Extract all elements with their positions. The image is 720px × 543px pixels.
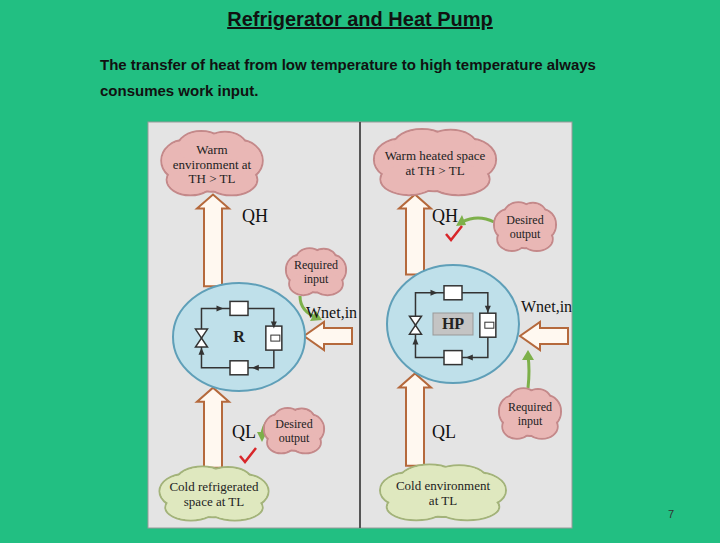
node-body: Required input (497, 386, 563, 444)
callout-cloud: Desired output (262, 406, 326, 458)
flow-arrowhead (412, 338, 418, 345)
callout-cloud: Required input (284, 246, 348, 300)
node-body: Desired output (492, 200, 558, 256)
compressor-piston (271, 335, 280, 341)
cloud-text: Warm heated space at TH > TL (385, 149, 486, 178)
heat-flow-arrow (197, 195, 229, 287)
flow-arrowhead (466, 355, 473, 361)
node-text-group: Desired output (500, 214, 551, 241)
check-mark (240, 448, 256, 462)
node-body: Warm environment at TH > TL (158, 128, 266, 202)
cloud-text: Required input (505, 401, 556, 427)
work-arrow (304, 322, 352, 350)
node-text-group: Cold refrigerated space at TL (169, 480, 259, 509)
node-body: HP (386, 264, 520, 384)
heat-label: QL (232, 422, 256, 443)
node-body: Cold environment at TL (376, 462, 510, 526)
condenser-box (444, 286, 462, 300)
heat-label: QL (432, 422, 456, 443)
flow-arrowhead (252, 365, 259, 371)
heat-flow-arrow (399, 194, 431, 274)
node-text-group: Required input (291, 259, 341, 286)
node-body: Desired output (262, 406, 326, 458)
flow-arrowhead (430, 290, 437, 296)
compressor (480, 313, 496, 337)
expansion-valve (195, 329, 207, 347)
heat-label: QH (432, 206, 458, 227)
node-text-group: Required input (505, 401, 556, 428)
cloud-text: Cold environment at TL (391, 479, 496, 508)
subtitle-text: The transfer of heat from low temperatur… (100, 52, 648, 105)
cloud-region: Cold refrigerated space at TL (156, 464, 272, 526)
device-ellipse: R (172, 282, 306, 392)
slide-title: Refrigerator and Heat Pump (0, 8, 720, 31)
node-text-group: Warm environment at TH > TL (170, 143, 254, 187)
hp-plate (433, 313, 473, 335)
panel-divider (359, 122, 361, 528)
cloud-region: Warm heated space at TH > TL (370, 126, 500, 202)
work-label: Wnet,in (521, 298, 572, 316)
node-text-group: R (233, 328, 245, 346)
cloud-text: Warm environment at TH > TL (170, 143, 254, 186)
node-body: R (172, 282, 306, 392)
cloud-text: Required input (291, 259, 341, 285)
heat-flow-arrow (197, 388, 229, 468)
diagram-panel (148, 122, 572, 528)
cycle-line (415, 293, 487, 358)
heat-flow-arrow (399, 373, 431, 465)
callout-cloud: Required input (497, 386, 563, 444)
evaporator-box (444, 351, 462, 365)
expansion-valve (409, 316, 421, 334)
cloud-region: Cold environment at TL (376, 462, 510, 526)
device-label: HP (442, 315, 464, 333)
cloud-region: Warm environment at TH > TL (158, 128, 266, 202)
flow-arrowhead (216, 305, 223, 311)
page-number: 7 (668, 508, 674, 520)
condenser-box (230, 301, 248, 315)
work-label: Wnet,in (306, 304, 357, 322)
node-text-group: Desired output (269, 418, 319, 445)
check-mark (446, 226, 462, 240)
compressor-piston (485, 322, 494, 328)
node-text-group: Cold environment at TL (391, 479, 496, 508)
cloud-text: Desired output (500, 214, 551, 240)
node-text-group: HP (442, 315, 464, 333)
device-label: R (233, 328, 245, 346)
device-outline (173, 283, 305, 391)
cloud-text: Cold refrigerated space at TL (169, 480, 259, 509)
device-outline (387, 265, 519, 383)
cloud-text: Desired output (269, 418, 319, 444)
callout-cloud: Desired output (492, 200, 558, 256)
work-arrow (520, 322, 568, 350)
flow-arrowhead (271, 321, 277, 328)
node-body: Cold refrigerated space at TL (156, 464, 272, 526)
device-ellipse: HP (386, 264, 520, 384)
evaporator-box (230, 361, 248, 375)
cycle-line (201, 308, 273, 367)
node-body: Required input (284, 246, 348, 300)
flow-arrowhead (198, 348, 204, 355)
heat-label: QH (242, 206, 268, 227)
flow-arrowhead (485, 306, 491, 313)
node-text-group: Warm heated space at TH > TL (385, 149, 486, 178)
compressor (266, 326, 282, 350)
node-body: Warm heated space at TH > TL (370, 126, 500, 202)
